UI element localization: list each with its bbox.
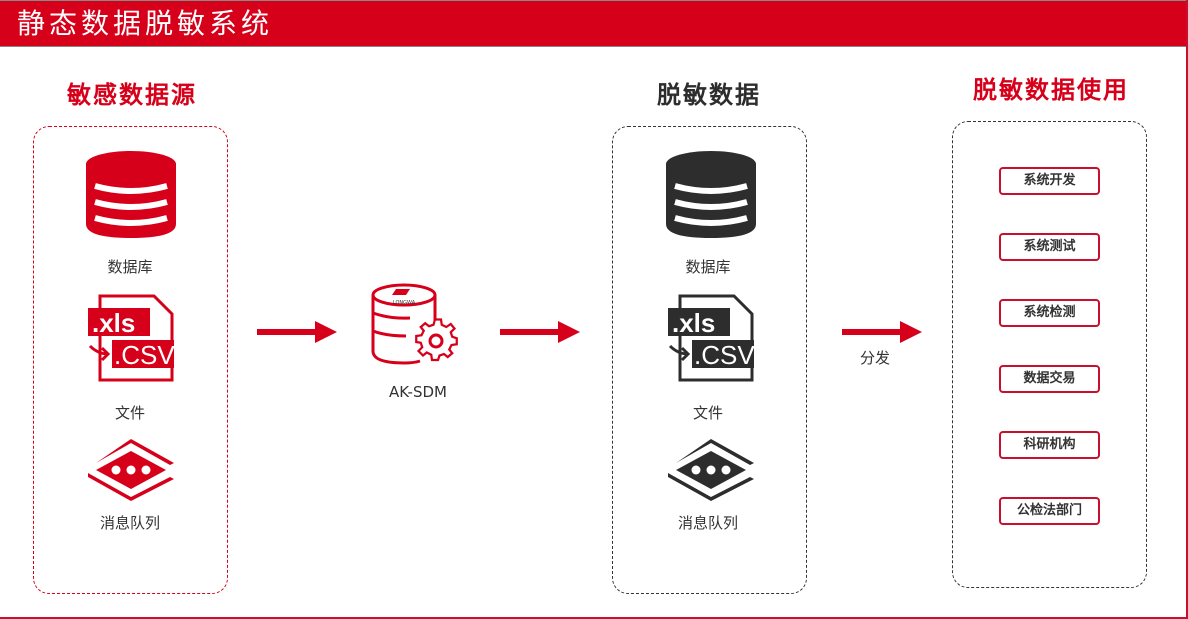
usage-item-inspect[interactable]: 系统检测: [999, 299, 1100, 327]
arrow-right-icon: [500, 321, 580, 343]
usage-box: [952, 121, 1147, 588]
usage-item-law[interactable]: 公检法部门: [999, 497, 1100, 525]
masked-title: 脱敏数据: [657, 81, 761, 109]
source-file-label: 文件: [114, 404, 145, 422]
database-icon: [666, 151, 756, 238]
masked-file-label: 文件: [692, 404, 723, 422]
file-icon: .xls .CSV: [88, 294, 175, 382]
message-queue-icon: [668, 439, 754, 501]
masked-mq-label: 消息队列: [677, 514, 738, 532]
message-queue-icon: [88, 439, 174, 501]
arrow-right-icon: [842, 321, 922, 343]
source-database-label: 数据库: [107, 258, 153, 276]
masked-box: [612, 126, 807, 594]
database-gear-icon: LONGWA: [371, 283, 458, 365]
csv-tag: .CSV: [114, 340, 175, 370]
database-icon: [86, 151, 176, 238]
usage-item-dev[interactable]: 系统开发: [999, 167, 1100, 195]
xls-tag: .xls: [92, 308, 135, 338]
usage-item-test[interactable]: 系统测试: [999, 233, 1100, 261]
logo-text: LONGWA: [393, 300, 416, 306]
file-icon: .xls .CSV: [668, 294, 755, 382]
usage-item-research[interactable]: 科研机构: [999, 431, 1100, 459]
sources-box: [33, 126, 228, 594]
page-title: 静态数据脱敏系统: [17, 7, 274, 40]
engine-label: AK-SDM: [389, 383, 447, 401]
usage-item-trade[interactable]: 数据交易: [999, 365, 1100, 393]
sources-title: 敏感数据源: [67, 81, 197, 109]
usage-title: 脱敏数据使用: [973, 76, 1129, 104]
arrow-right-icon: [257, 321, 337, 343]
masked-database-label: 数据库: [685, 258, 731, 276]
csv-tag: .CSV: [694, 340, 755, 370]
title-bar: 静态数据脱敏系统: [0, 0, 1186, 47]
distribute-label: 分发: [859, 349, 890, 367]
source-mq-label: 消息队列: [99, 514, 160, 532]
xls-tag: .xls: [672, 308, 715, 338]
